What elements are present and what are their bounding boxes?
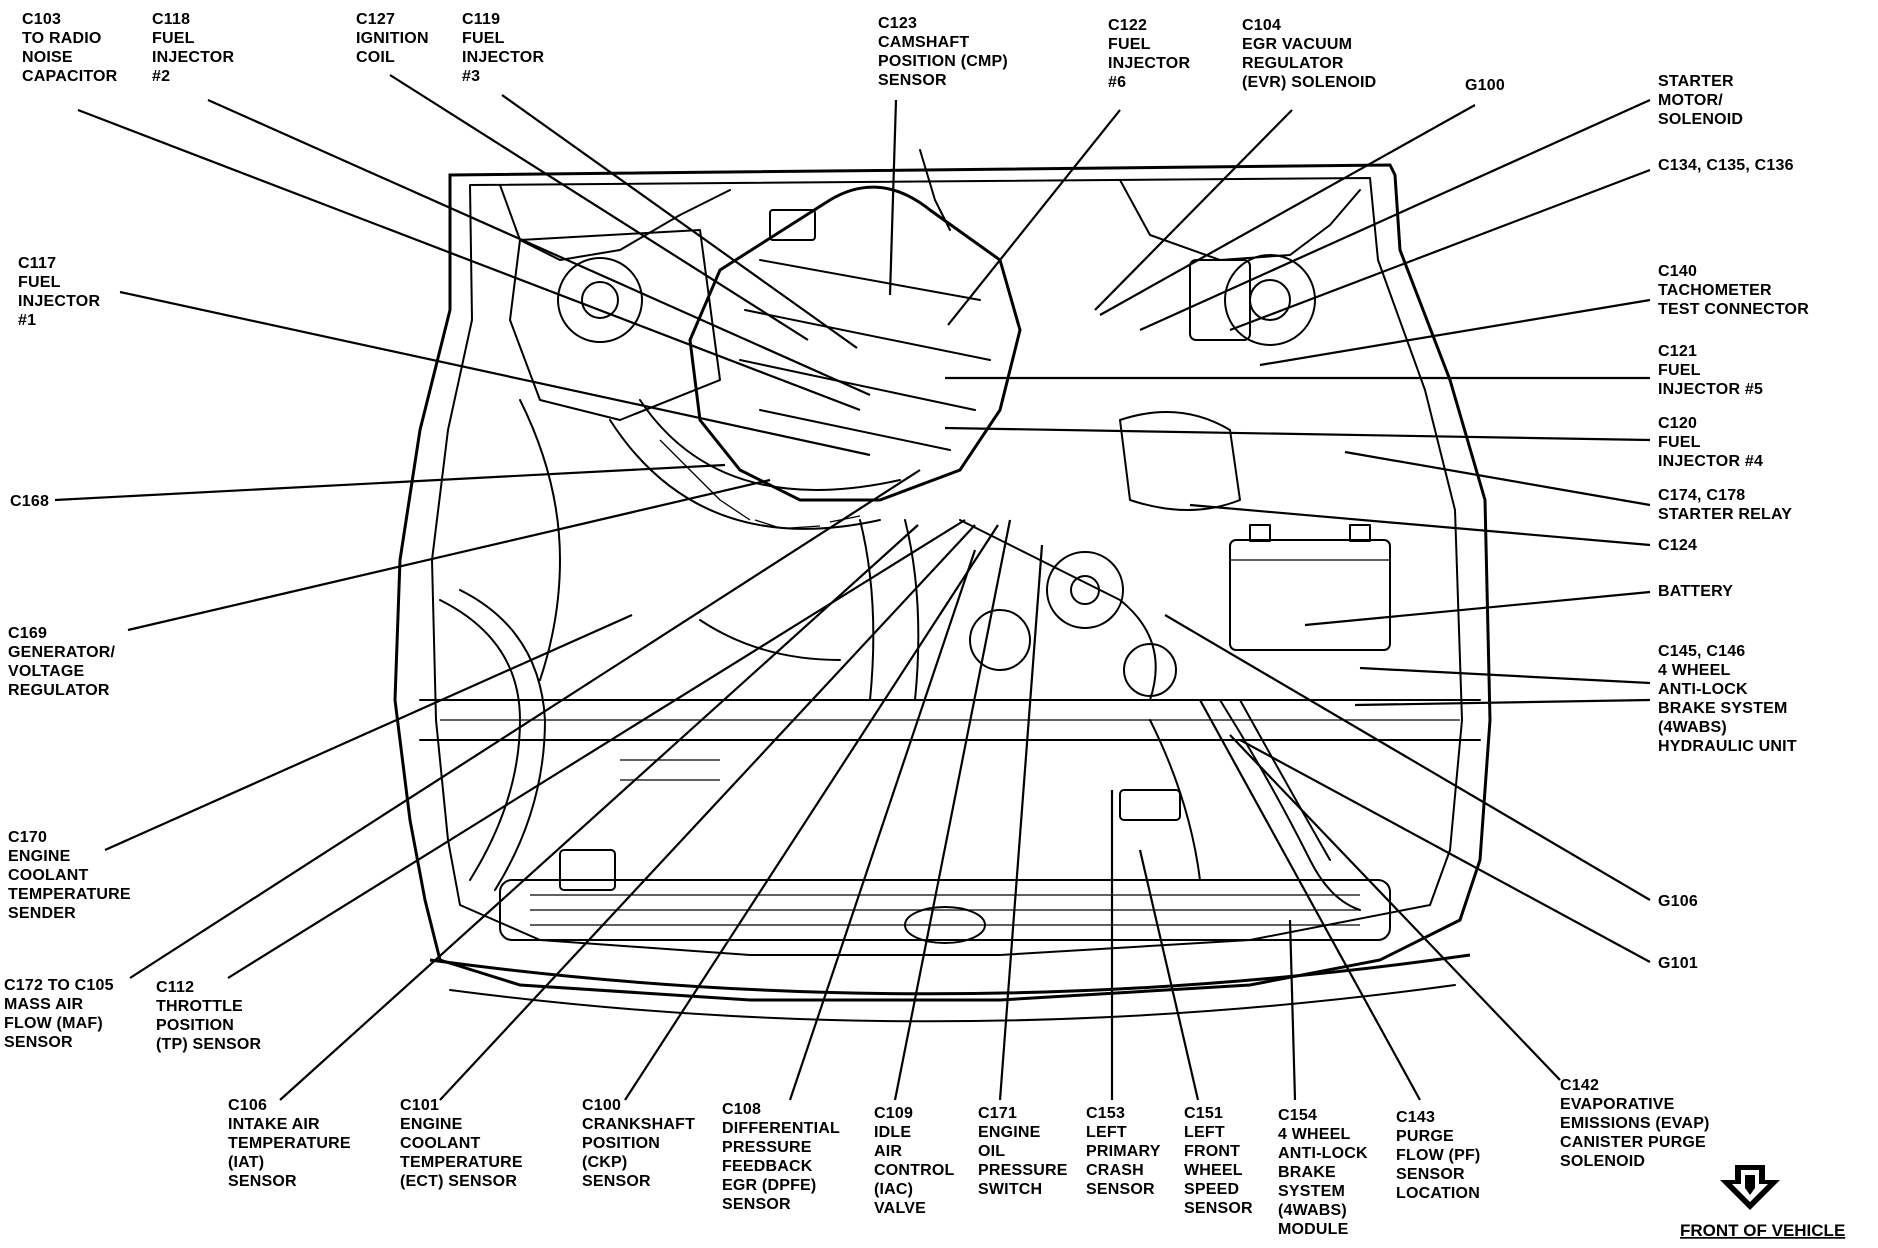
leader-c142 [1229,734,1561,1081]
leader-c124 [1189,503,1651,547]
label-c134: C134, C135, C136 [1658,157,1794,174]
leader-c120 [944,426,1651,442]
label-c112: C112 THROTTLE POSITION (TP) SENSOR [156,979,262,1053]
label-c171: C171 ENGINE OIL PRESSURE SWITCH [978,1105,1072,1198]
label-g101: G101 [1658,955,1698,972]
front-arrow-icon [1720,1165,1780,1210]
leader-c112 [227,519,966,979]
label-c168: C168 [10,493,49,510]
leader-c100 [624,524,999,1101]
leader-c172 [129,469,921,979]
leader-c145a [1359,666,1651,685]
leader-c134 [1229,168,1651,332]
label-battery: BATTERY [1658,583,1733,600]
leader-c117 [119,290,871,457]
leader-c108 [788,549,977,1101]
label-g100: G100 [1465,77,1505,94]
label-c151: C151 LEFT FRONT WHEEL SPEED SENSOR [1184,1105,1253,1217]
label-g106: G106 [1658,893,1698,910]
leader-g100 [1099,104,1476,316]
label-c153: C153 LEFT PRIMARY CRASH SENSOR [1086,1105,1165,1198]
label-c106: C106 INTAKE AIR TEMPERATURE (IAT) SENSOR [228,1097,355,1190]
leader-c170 [104,613,633,852]
leader-battery [1304,590,1651,627]
leader-c119 [501,94,858,349]
label-c100: C100 CRANKSHAFT POSITION (CKP) SENSOR [582,1097,700,1190]
leader-g106 [1164,614,1651,901]
label-c103: C103 TO RADIO NOISE CAPACITOR [22,11,118,85]
leader-c101 [439,524,976,1101]
label-c124: C124 [1658,537,1697,554]
leader-g101 [1239,739,1651,963]
label-c108: C108 DIFFERENTIAL PRESSURE FEEDBACK EGR … [722,1101,844,1213]
leader-c109 [893,519,1012,1101]
label-c170: C170 ENGINE COOLANT TEMPERATURE SENDER [8,829,135,922]
leader-c118 [207,98,871,397]
label-c172: C172 TO C105 MASS AIR FLOW (MAF) SENSOR [4,977,118,1051]
front-of-vehicle-indicator: FRONT OF VEHICLE [1680,1165,1845,1240]
leader-c174 [1344,450,1651,507]
leader-c154 [1288,919,1297,1101]
label-c154: C154 4 WHEEL ANTI-LOCK BRAKE SYSTEM (4WA… [1278,1107,1372,1238]
label-starter: STARTER MOTOR/ SOLENOID [1658,73,1743,128]
label-c169: C169 GENERATOR/ VOLTAGE REGULATOR [8,625,120,699]
label-c122: C122 FUEL INJECTOR #6 [1108,17,1195,91]
label-c120: C120 FUEL INJECTOR #4 [1658,415,1763,470]
label-c117: C117 FUEL INJECTOR #1 [18,255,105,329]
leader-c104 [1094,109,1293,311]
label-c174: C174, C178 STARTER RELAY [1658,487,1792,523]
leader-lines [54,74,1651,1101]
label-c123: C123 CAMSHAFT POSITION (CMP) SENSOR [878,15,1013,89]
leader-c123 [888,99,898,296]
label-c101: C101 ENGINE COOLANT TEMPERATURE (ECT) SE… [400,1097,527,1190]
leader-c145b [1354,698,1651,707]
leader-starter [1139,98,1651,332]
label-c118: C118 FUEL INJECTOR #2 [152,11,239,85]
label-c142: C142 EVAPORATIVE EMISSIONS (EVAP) CANIST… [1560,1077,1714,1170]
leader-c122 [947,109,1121,326]
label-c109: C109 IDLE AIR CONTROL (IAC) VALVE [874,1105,959,1217]
label-c121: C121 FUEL INJECTOR #5 [1658,343,1763,398]
callout-labels: C103 TO RADIO NOISE CAPACITOR C118 FUEL … [4,11,1809,1238]
leader-c103 [77,108,861,412]
leader-c169 [127,478,771,632]
label-c145: C145, C146 4 WHEEL ANTI-LOCK BRAKE SYSTE… [1658,643,1797,755]
label-c119: C119 FUEL INJECTOR #3 [462,11,549,85]
leader-c168 [54,463,726,502]
leader-c171 [998,544,1044,1101]
label-c143: C143 PURGE FLOW (PF) SENSOR LOCATION [1396,1109,1485,1202]
leader-c151 [1138,849,1200,1101]
engine-drawing [393,149,1492,1023]
leader-c140 [1259,298,1651,367]
leader-c127 [389,74,809,341]
front-of-vehicle-label: FRONT OF VEHICLE [1680,1221,1845,1240]
label-c104: C104 EGR VACUUM REGULATOR (EVR) SOLENOID [1242,17,1376,91]
label-c140: C140 TACHOMETER TEST CONNECTOR [1658,263,1809,318]
label-c127: C127 IGNITION COIL [356,11,433,66]
leader-c106 [279,524,919,1101]
leader-c143 [1199,699,1421,1101]
